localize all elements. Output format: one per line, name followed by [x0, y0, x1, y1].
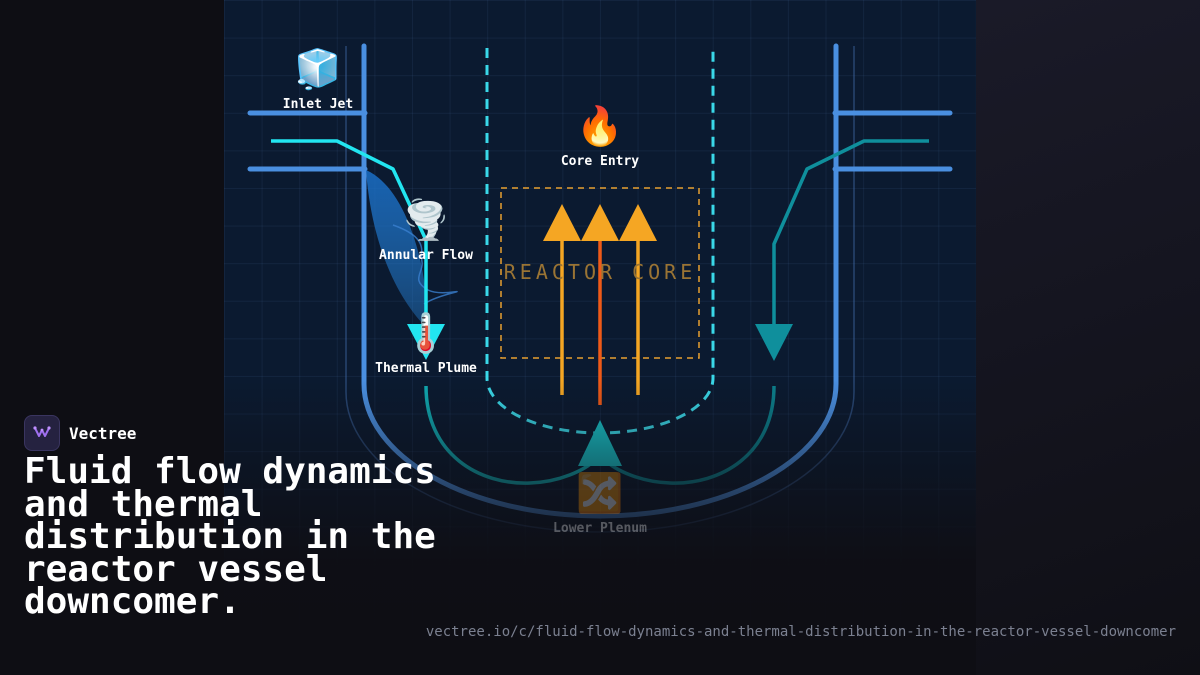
- node-label-core-entry: Core Entry: [560, 154, 640, 169]
- core-arrow-head-center: [581, 204, 619, 241]
- flow-path-right: [772, 139, 929, 328]
- thermal-plume-shape: [366, 170, 427, 325]
- diagram-bottom-fade: [224, 380, 976, 675]
- cold-flow-path-left: [271, 139, 428, 328]
- node-label-thermal-plume: Thermal Plume: [375, 361, 477, 376]
- reactor-core-label: REACTOR CORE: [503, 260, 697, 284]
- tornado-icon: 🌪️: [402, 198, 450, 242]
- core-arrow-head-left: [543, 204, 581, 241]
- page-title: Fluid flow dynamics and thermal distribu…: [24, 451, 436, 622]
- fire-icon: 🔥: [576, 104, 624, 148]
- brand: Vectree: [24, 415, 136, 451]
- source-url[interactable]: vectree.io/c/fluid-flow-dynamics-and-the…: [425, 624, 1176, 640]
- node-label-inlet-jet: Inlet Jet: [282, 97, 354, 112]
- shuffle-icon: 🔀: [576, 471, 624, 515]
- brand-name: Vectree: [69, 423, 137, 443]
- thermometer-icon: 🌡️: [402, 311, 450, 355]
- node-label-annular-flow: Annular Flow: [379, 248, 473, 263]
- background-panel-right: [976, 0, 1200, 675]
- core-arrow-head-right: [619, 204, 657, 241]
- ice-cube-icon: 🧊: [294, 47, 342, 91]
- node-label-lower-plenum: Lower Plenum: [553, 521, 647, 536]
- flow-arrow-right-down: [755, 324, 793, 361]
- vectree-logo-icon: [24, 415, 60, 451]
- plume-streamline: [392, 224, 458, 305]
- flow-arrow-left-down: [407, 324, 445, 360]
